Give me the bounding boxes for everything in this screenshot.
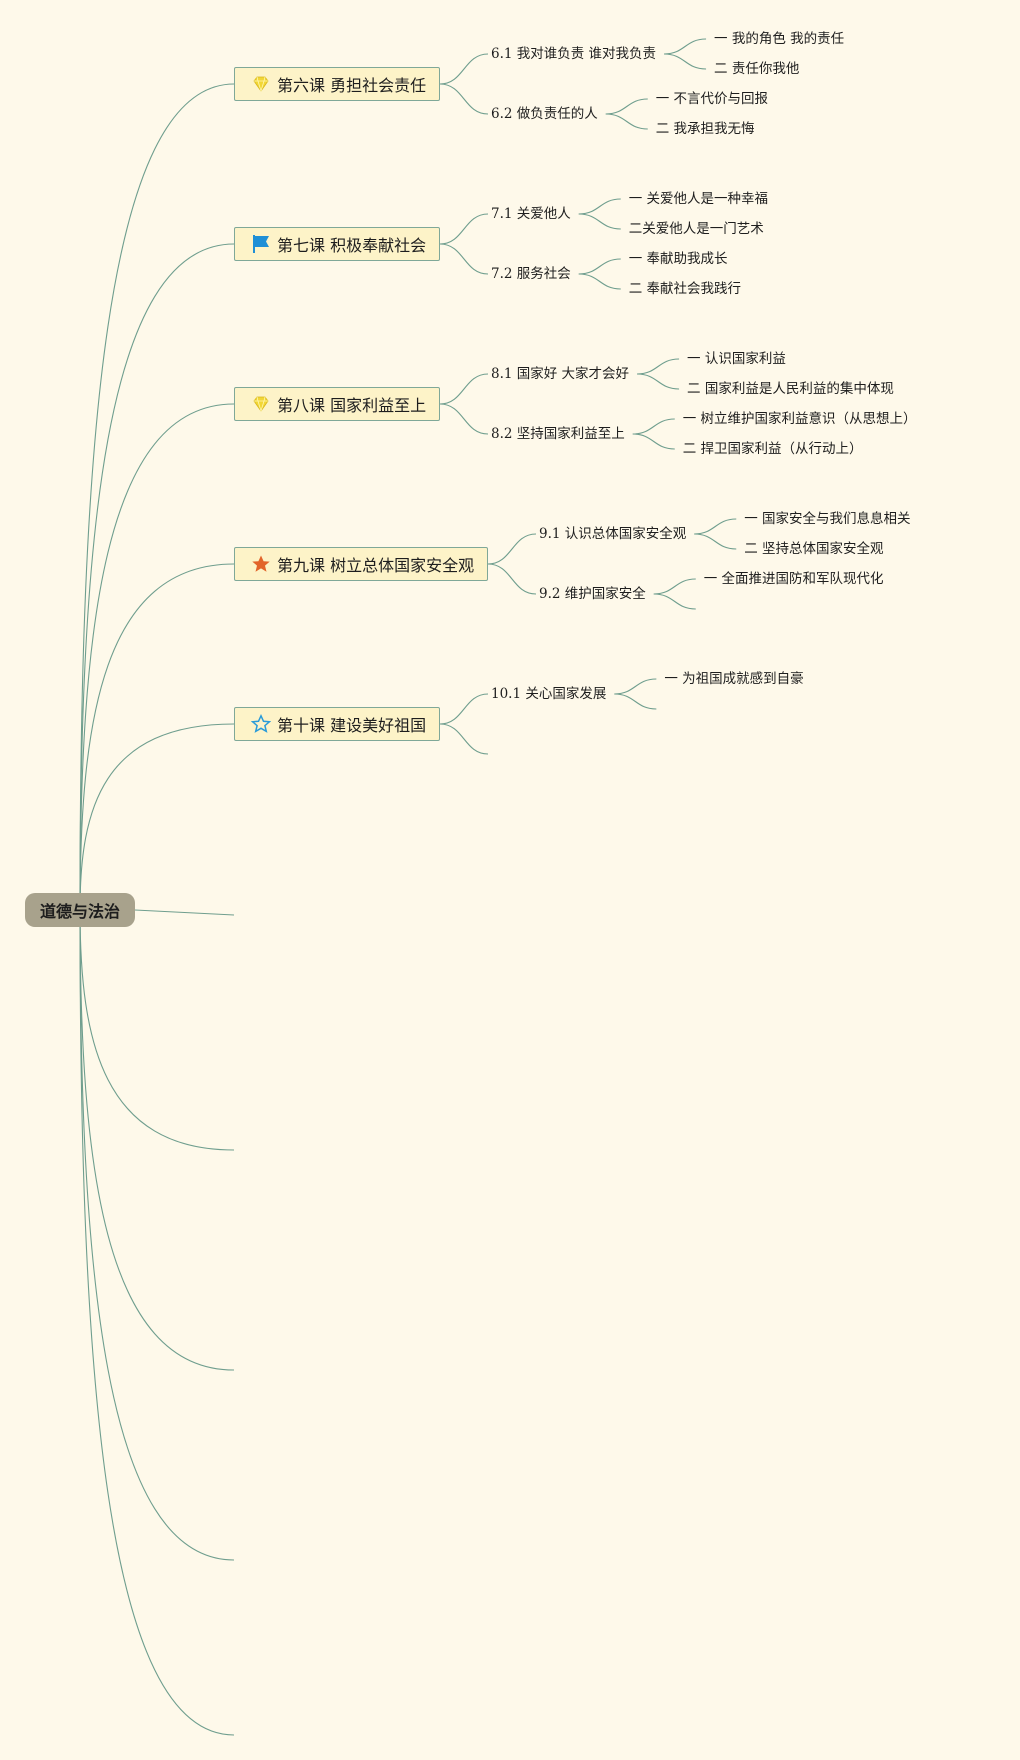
flag-icon [251,234,271,254]
subtopic-node[interactable]: 10.1 关心国家发展 [491,686,607,702]
sub-2-0-leaf-0-line [637,358,680,375]
leaf-node[interactable]: 一 认识国家利益 [687,351,786,367]
leaf-node[interactable]: 一 奉献助我成长 [628,251,728,267]
leaf-node[interactable]: 二 奉献社会我践行 [628,281,742,297]
leaf-node[interactable]: 一 我的角色 我的责任 [714,31,845,47]
sub-0-1-leaf-1-line [605,113,648,130]
sub-3-1-leaf-1-line [653,593,696,610]
root-to-lesson-2-line [79,403,235,911]
lesson-label: 第七课 积极奉献社会 [277,236,427,255]
leaf-node[interactable]: 一 树立维护国家利益意识（从思想上） [682,411,917,427]
sub-0-0-leaf-0-line [664,38,707,55]
subtopic-node[interactable]: 8.2 坚持国家利益至上 [491,426,625,442]
diamond-icon [251,74,271,94]
leaf-node[interactable]: 一 国家安全与我们息息相关 [744,511,911,527]
leaf-node[interactable]: 二 国家利益是人民利益的集中体现 [687,381,894,397]
root-node[interactable]: 道德与法治 [25,893,135,927]
lesson-4-sub-0-line [439,693,489,725]
leaf-node[interactable]: 二 坚持总体国家安全观 [744,541,884,557]
root-to-lesson-0-line [79,83,235,911]
sub-1-1-leaf-1-line [578,273,621,290]
sub-3-0-leaf-1-line [694,533,737,550]
leaf-node[interactable]: 一 关爱他人是一种幸福 [628,191,769,207]
subtopic-node[interactable]: 7.2 服务社会 [491,266,571,282]
leaf-node[interactable]: 二关爱他人是一门艺术 [628,221,764,237]
sub-2-1-leaf-0-line [632,418,675,435]
sub-1-0-leaf-1-line [578,213,621,230]
lesson-node-6[interactable]: 第六课 勇担社会责任 [234,67,440,101]
lesson-1-sub-0-line [439,213,489,245]
sub-0-1-leaf-0-line [605,98,648,115]
sub-1-0-leaf-0-line [578,198,621,215]
lesson-node-8[interactable]: 第八课 国家利益至上 [234,387,440,421]
lesson-1-sub-1-line [439,243,489,275]
sub-0-0-leaf-1-line [664,53,707,70]
lesson-label: 第六课 勇担社会责任 [277,76,427,95]
lesson-node-7[interactable]: 第七课 积极奉献社会 [234,227,440,261]
sub-3-1-leaf-0-line [653,578,696,595]
root-to-lesson-1-line [79,243,235,911]
root-empty-branch-3-line [79,909,235,1561]
lesson-label: 第九课 树立总体国家安全观 [277,556,475,575]
sub-2-0-leaf-1-line [637,373,680,390]
root-label: 道德与法治 [39,902,120,921]
sub-1-1-leaf-0-line [578,258,621,275]
lesson-label: 第十课 建设美好祖国 [277,716,427,735]
subtopic-node[interactable]: 9.1 认识总体国家安全观 [539,526,687,542]
lesson-2-sub-0-line [439,373,489,405]
star-filled-icon [251,554,271,574]
root-empty-branch-2-line [79,909,235,1371]
root-to-lesson-3-line [79,563,235,911]
leaf-node[interactable]: 二 我承担我无悔 [655,121,755,137]
lesson-3-sub-1-line [487,563,537,595]
lesson-node-9[interactable]: 第九课 树立总体国家安全观 [234,547,488,581]
subtopic-node[interactable]: 7.1 关爱他人 [491,206,571,222]
leaf-node[interactable]: 一 不言代价与回报 [655,91,769,107]
lesson-label: 第八课 国家利益至上 [277,396,427,415]
subtopic-node[interactable]: 8.1 国家好 大家才会好 [491,366,630,382]
subtopic-node[interactable]: 6.1 我对谁负责 谁对我负责 [491,46,657,62]
subtopic-node[interactable]: 9.2 维护国家安全 [539,586,646,602]
lesson-0-sub-1-line [439,83,489,115]
lesson-node-10[interactable]: 第十课 建设美好祖国 [234,707,440,741]
lesson-0-sub-0-line [439,53,489,85]
leaf-node[interactable]: 一 为祖国成就感到自豪 [664,671,804,687]
diamond-icon [251,394,271,414]
leaf-node[interactable]: 一 全面推进国防和军队现代化 [703,571,884,587]
leaf-node[interactable]: 二 捍卫国家利益（从行动上） [682,441,863,457]
sub-4-0-leaf-0-line [614,678,657,695]
star-outline-icon [251,714,271,734]
sub-2-1-leaf-1-line [632,433,675,450]
sub-3-0-leaf-0-line [694,518,737,535]
root-empty-branch-1-line [79,909,235,1151]
lesson-3-sub-0-line [487,533,537,565]
subtopic-node[interactable]: 6.2 做负责任的人 [491,106,598,122]
sub-4-0-leaf-1-line [614,693,657,710]
leaf-node[interactable]: 二 责任你我他 [714,61,800,77]
root-empty-branch-line [134,909,235,916]
root-to-lesson-4-line [79,723,235,911]
root-empty-branch-4-line [79,909,235,1736]
lesson-4-sub-1-line [439,723,489,755]
lesson-2-sub-1-line [439,403,489,435]
